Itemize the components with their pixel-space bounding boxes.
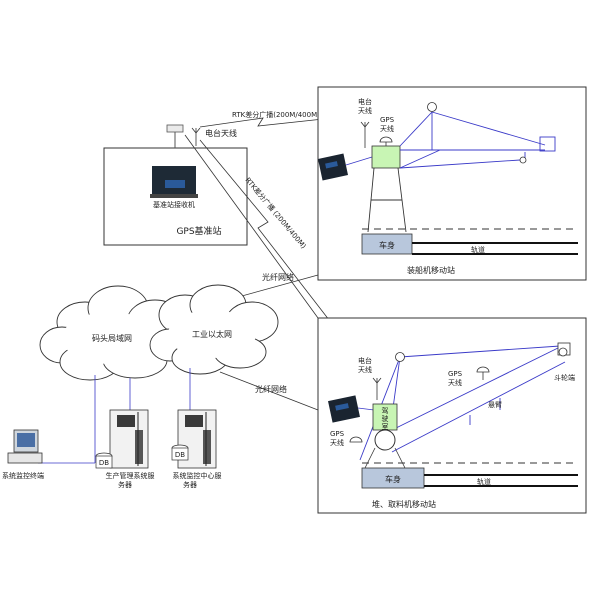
fiber-link-bottom	[219, 371, 319, 411]
stacker-cab-label-3: 室	[382, 422, 389, 431]
ship-loader-title: 装船机移动站	[407, 265, 455, 275]
ship-gps-label-2: 天线	[380, 124, 394, 133]
monitor-db-label: DB	[175, 451, 185, 459]
base-radio-antenna-label: 电台天线	[205, 128, 237, 138]
rtk-link-diag	[199, 139, 361, 361]
ship-body-label: 车身	[379, 240, 395, 250]
ship-bucket-pulley-icon	[519, 156, 527, 164]
stacker-bucket-label: 斗轮端	[554, 373, 575, 382]
bucket-wheel-icon	[558, 347, 568, 357]
monitor-terminal-icon	[7, 429, 43, 464]
ship-gps-dome-icon	[379, 136, 393, 148]
production-server-icon	[95, 409, 149, 469]
base-radio-antenna-icon	[191, 127, 201, 146]
receiver-device	[150, 166, 198, 198]
ethernet-label: 工业以太网	[192, 329, 232, 339]
base-station-title: GPS基准站	[176, 225, 221, 237]
ship-loader-boom	[399, 111, 556, 169]
ship-radio-antenna-label-1: 电台	[358, 97, 372, 106]
ship-loader-station-box	[317, 86, 587, 281]
ship-gps-box	[371, 145, 401, 169]
prod-server-label-1: 生产管理系统服	[106, 471, 155, 480]
ship-track-label: 轨道	[471, 245, 485, 254]
rtk-label-diag: RTK差分广播 (200M/400M)	[243, 176, 308, 251]
stacker-cab-box	[372, 403, 398, 431]
rtk-link-top	[199, 116, 343, 128]
stacker-gps-left-label-2: 天线	[330, 438, 344, 447]
stacker-radio-label-2: 天线	[358, 365, 372, 374]
lan-cloud	[39, 285, 184, 381]
stacker-gps-left-dome-icon	[349, 436, 363, 443]
stacker-receiver-device	[328, 395, 360, 423]
monitor-server-icon	[171, 409, 217, 469]
fiber-label-bottom: 光纤网络	[255, 384, 287, 394]
stacker-boom	[359, 345, 566, 461]
stacker-track-label: 轨道	[477, 477, 491, 486]
prod-server-label-2: 务器	[118, 480, 132, 489]
stacker-gps-right-dome-icon	[476, 366, 490, 380]
ship-radio-antenna-label-2: 天线	[358, 106, 372, 115]
monitor-server-label-2: 务器	[183, 480, 197, 489]
ship-receiver-cable	[345, 156, 373, 166]
receiver-label: 基准站接收机	[153, 200, 195, 209]
stacker-gps-left-label-1: GPS	[330, 430, 345, 438]
stacker-slewing-ring	[374, 429, 396, 451]
ship-gps-label-1: GPS	[380, 116, 395, 124]
ship-receiver-device	[317, 153, 349, 181]
stacker-radio-label-1: 电台	[358, 356, 372, 365]
stacker-title: 堆、取料机移动站	[372, 499, 436, 509]
ship-loader-tower	[367, 167, 407, 233]
ship-pulley-icon	[427, 102, 437, 112]
stacker-cab-label-1: 驾	[382, 406, 389, 415]
stacker-gps-right-label-2: 天线	[448, 378, 462, 387]
base-gps-antenna-icon	[166, 124, 184, 148]
rtk-label-top: RTK差分广播(200M/400M)	[232, 110, 320, 119]
prod-db-label: DB	[99, 459, 109, 467]
monitor-server-label-1: 系统监控中心服	[173, 471, 222, 480]
fiber-label-top: 光纤网络	[262, 272, 294, 282]
stacker-body-label: 车身	[385, 474, 401, 484]
ship-radio-antenna-icon	[360, 121, 370, 148]
stacker-radio-antenna-icon	[372, 377, 382, 400]
base-to-stacker-line	[184, 134, 319, 319]
stacker-pulley-icon	[395, 352, 405, 362]
stacker-receiver-cable	[357, 407, 375, 411]
monitor-terminal-label: 系统监控终端	[2, 471, 44, 480]
stacker-body-block	[361, 467, 425, 489]
stacker-cab-label-2: 驶	[382, 414, 389, 423]
lan-label: 码头局域网	[92, 333, 132, 343]
ethernet-cloud	[149, 284, 279, 375]
stacker-boom-label: 悬臂	[488, 400, 502, 409]
stacker-gps-right-label-1: GPS	[448, 370, 463, 378]
stacker-leg-left	[364, 447, 376, 469]
stacker-leg-right	[394, 447, 406, 469]
